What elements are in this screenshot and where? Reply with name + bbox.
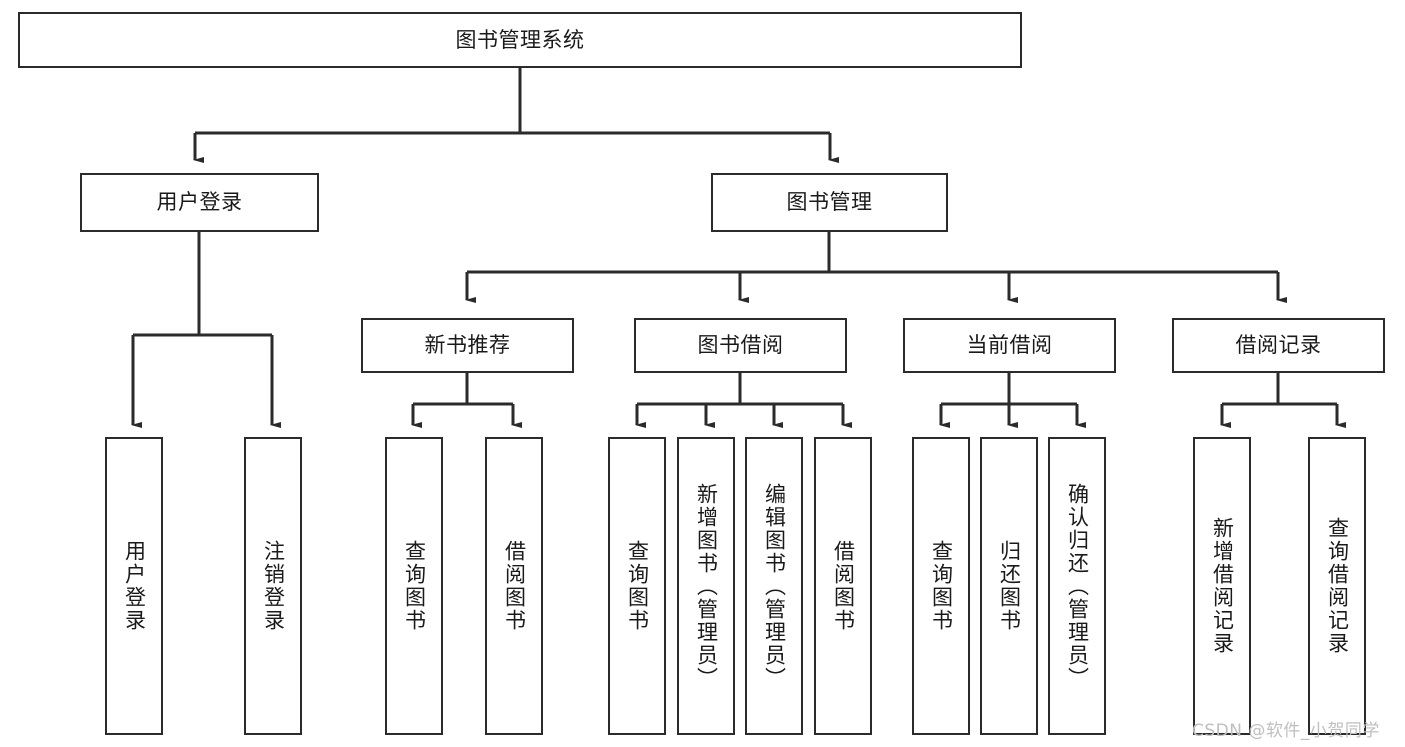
leaf-borrow-add-book-admin[interactable]: 新增图书（管理员） <box>677 437 735 735</box>
node-label: 借阅图书 <box>831 540 856 632</box>
connector-root-to-level2 <box>193 68 839 163</box>
leaf-user-logout[interactable]: 注销登录 <box>244 437 302 735</box>
node-label: 归还图书 <box>997 540 1022 632</box>
leaf-user-login[interactable]: 用户登录 <box>105 437 163 735</box>
node-label: 图书借阅 <box>697 333 784 358</box>
leaf-current-query-book[interactable]: 查询图书 <box>912 437 970 735</box>
node-current-borrow[interactable]: 当前借阅 <box>903 318 1116 373</box>
node-book-management[interactable]: 图书管理 <box>711 173 948 232</box>
leaf-borrow-borrow-book[interactable]: 借阅图书 <box>814 437 872 735</box>
node-label: 图书管理 <box>786 190 873 215</box>
connector-borrowrecord-to-leaves <box>1220 373 1346 428</box>
leaf-newbook-query-book[interactable]: 查询图书 <box>385 437 443 735</box>
node-label: 新增借阅记录 <box>1210 517 1235 655</box>
node-borrow-record[interactable]: 借阅记录 <box>1172 318 1385 373</box>
leaf-borrow-query-book[interactable]: 查询图书 <box>608 437 666 735</box>
node-label: 注销登录 <box>261 540 286 632</box>
node-label: 新书推荐 <box>424 333 511 358</box>
node-label: 查询图书 <box>402 540 427 632</box>
node-user-login[interactable]: 用户登录 <box>80 173 319 232</box>
leaf-newbook-borrow-book[interactable]: 借阅图书 <box>485 437 543 735</box>
leaf-borrow-edit-book-admin[interactable]: 编辑图书（管理员） <box>745 437 803 735</box>
connector-userlogin-to-leaves <box>131 232 281 428</box>
node-label: 查询借阅记录 <box>1325 517 1350 655</box>
node-label: 新增图书（管理员） <box>694 482 719 690</box>
node-label: 用户登录 <box>122 540 147 632</box>
node-label: 图书管理系统 <box>455 27 585 52</box>
node-label: 查询图书 <box>625 540 650 632</box>
node-new-book-recommend[interactable]: 新书推荐 <box>361 318 574 373</box>
leaf-current-confirm-return-admin[interactable]: 确认归还（管理员） <box>1048 437 1106 735</box>
node-label: 查询图书 <box>929 540 954 632</box>
node-book-borrow[interactable]: 图书借阅 <box>634 318 847 373</box>
leaf-current-return-book[interactable]: 归还图书 <box>980 437 1038 735</box>
leaf-record-add-borrow-record[interactable]: 新增借阅记录 <box>1193 437 1251 735</box>
node-label: 确认归还（管理员） <box>1065 482 1090 690</box>
node-label: 当前借阅 <box>966 333 1053 358</box>
connector-newbook-to-leaves <box>411 373 522 428</box>
watermark-text: CSDN @软件_小贺同学 <box>1192 721 1380 741</box>
connector-borrowbook-to-leaves <box>635 373 852 428</box>
leaf-record-query-borrow-record[interactable]: 查询借阅记录 <box>1308 437 1366 735</box>
connector-currentborrow-to-leaves <box>939 373 1086 428</box>
connector-bookmgmt-to-level3 <box>465 232 1287 303</box>
node-label: 借阅记录 <box>1235 333 1322 358</box>
node-label: 编辑图书（管理员） <box>762 482 787 690</box>
node-label: 借阅图书 <box>502 540 527 632</box>
node-root-system[interactable]: 图书管理系统 <box>18 12 1022 68</box>
node-label: 用户登录 <box>156 190 243 215</box>
